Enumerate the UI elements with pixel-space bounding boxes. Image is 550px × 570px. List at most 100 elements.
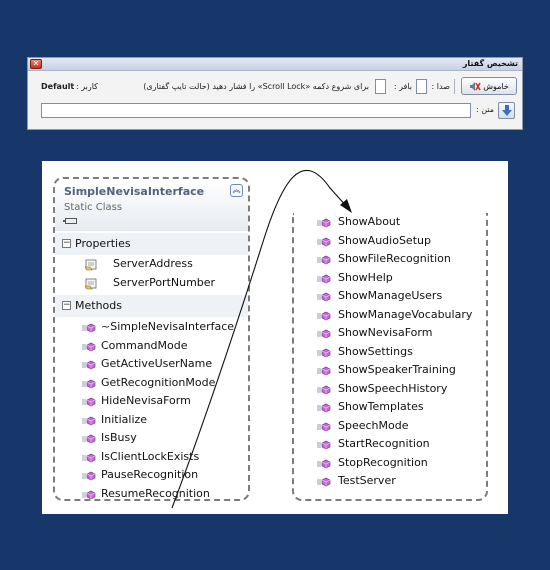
method-name: ShowNevisaForm — [338, 326, 433, 339]
method-name: ShowSettings — [338, 344, 413, 358]
method-cube-icon — [82, 416, 96, 425]
method-cube-icon — [317, 366, 331, 376]
property-row[interactable]: ServerPortNumber — [55, 275, 248, 293]
sound-label: صدا : — [431, 82, 450, 91]
method-row[interactable]: StartRecognition — [294, 436, 486, 454]
method-cube-icon — [317, 218, 331, 228]
method-name: ShowSpeechHistory — [338, 381, 448, 395]
method-cube-icon — [317, 440, 331, 450]
close-icon[interactable]: ✕ — [30, 59, 42, 69]
user-label: کاربر : — [76, 82, 98, 91]
arrow-down-icon — [501, 105, 512, 116]
method-cube-icon — [82, 379, 96, 388]
off-button[interactable]: خاموش — [461, 77, 517, 95]
method-cube-icon — [317, 255, 331, 265]
method-cube-icon — [317, 403, 331, 413]
method-row[interactable]: ShowAudioSetup — [294, 233, 486, 251]
method-row[interactable]: ShowSpeechHistory — [294, 381, 486, 399]
method-cube-icon — [82, 453, 96, 462]
toolbar-row-status: خاموش صدا : بافر : برای شروع دکمه «Scrol… — [28, 76, 522, 98]
text-input[interactable] — [41, 103, 471, 118]
method-row[interactable]: ResumeRecognition — [55, 486, 248, 500]
method-row[interactable]: ShowSettings — [294, 344, 486, 362]
speech-recognition-window: ✕ تشخیص گفتار خاموش صدا : بافر : برای شر… — [27, 57, 523, 130]
method-cube-icon — [317, 329, 331, 339]
method-name: ShowAudioSetup — [338, 233, 431, 247]
method-row[interactable]: Initialize — [55, 412, 248, 430]
sound-level-box — [416, 79, 427, 94]
method-cube-icon — [317, 422, 331, 431]
method-name: StopRecognition — [338, 455, 428, 469]
send-button[interactable] — [498, 102, 515, 119]
method-name: HideNevisaForm — [101, 394, 191, 407]
method-name: ShowManageUsers — [338, 289, 443, 302]
method-name: ResumeRecognition — [101, 486, 210, 500]
method-row[interactable]: SpeechMode — [294, 418, 486, 436]
method-cube-icon — [317, 385, 331, 394]
method-cube-icon — [82, 490, 96, 499]
speaker-mute-icon — [470, 81, 481, 91]
method-name: TestServer — [338, 474, 396, 487]
class-diagram-panel: SimpleNevisaInterface Static Class ︽ − P… — [42, 161, 508, 514]
method-row[interactable]: ShowFileRecognition — [294, 251, 486, 269]
method-name: CommandMode — [101, 338, 188, 352]
methods-section-header[interactable]: − Methods — [55, 295, 248, 317]
method-row[interactable]: TestServer — [294, 473, 486, 491]
method-row[interactable]: ShowTemplates — [294, 399, 486, 417]
method-row[interactable]: ShowManageVocabulary — [294, 307, 486, 325]
method-row[interactable]: HideNevisaForm — [55, 393, 248, 411]
class-glyph-icon — [63, 218, 77, 224]
method-row[interactable]: ShowHelp — [294, 270, 486, 288]
properties-label: Properties — [75, 237, 131, 250]
method-row[interactable]: PauseRecognition — [55, 467, 248, 485]
method-row[interactable]: ~SimpleNevisaInterface — [55, 319, 248, 337]
property-hand-icon — [85, 278, 97, 290]
method-cube-icon — [317, 348, 331, 357]
method-row[interactable]: GetRecognitionMode — [55, 375, 248, 393]
method-name: SpeechMode — [338, 418, 409, 432]
method-row[interactable]: ShowManageUsers — [294, 288, 486, 306]
method-cube-icon — [317, 274, 331, 283]
property-row[interactable]: ServerAddress — [55, 256, 248, 274]
instruction-text: برای شروع دکمه «Scroll Lock» را فشار دهی… — [143, 82, 369, 91]
method-row[interactable]: GetActiveUserName — [55, 356, 248, 374]
method-name: ShowHelp — [338, 270, 393, 284]
collapse-toggle-icon[interactable]: − — [62, 238, 71, 248]
method-name: ~SimpleNevisaInterface — [101, 320, 235, 333]
class-kind: Static Class — [64, 202, 123, 213]
method-cube-icon — [317, 237, 331, 246]
method-cube-icon — [317, 477, 331, 487]
method-row[interactable]: IsClientLockExists — [55, 449, 248, 467]
method-row[interactable]: ShowAbout — [294, 214, 486, 232]
double-chevron-up-icon[interactable]: ︽ — [230, 184, 243, 197]
collapse-toggle-icon[interactable]: − — [62, 300, 71, 310]
text-label: متن : — [475, 105, 494, 114]
method-cube-icon — [82, 471, 96, 481]
method-cube-icon — [82, 342, 96, 351]
method-name: ShowFileRecognition — [338, 252, 451, 265]
method-name: PauseRecognition — [101, 468, 199, 481]
method-row[interactable]: StopRecognition — [294, 455, 486, 473]
property-name: ServerPortNumber — [113, 276, 216, 289]
separator — [454, 79, 455, 94]
class-name: SimpleNevisaInterface — [64, 185, 205, 198]
method-name: IsBusy — [101, 431, 137, 444]
method-name: GetRecognitionMode — [101, 375, 216, 389]
method-row[interactable]: ShowSpeakerTraining — [294, 362, 486, 380]
method-cube-icon — [82, 434, 96, 444]
window-titlebar[interactable]: ✕ تشخیص گفتار — [28, 58, 522, 71]
properties-section-header[interactable]: − Properties — [55, 233, 248, 255]
toolbar-row-text: متن : — [28, 102, 522, 122]
method-row[interactable]: ShowNevisaForm — [294, 325, 486, 343]
window-title: تشخیص گفتار — [462, 59, 518, 68]
method-name: GetActiveUserName — [101, 357, 213, 370]
method-row[interactable]: IsBusy — [55, 430, 248, 448]
method-cube-icon — [82, 323, 96, 333]
method-row[interactable]: CommandMode — [55, 338, 248, 356]
method-name: ShowSpeakerTraining — [338, 363, 456, 376]
method-cube-icon — [317, 311, 331, 320]
method-name: ShowManageVocabulary — [338, 307, 473, 321]
method-cube-icon — [317, 292, 331, 302]
class-header: SimpleNevisaInterface Static Class ︽ — [55, 179, 248, 231]
